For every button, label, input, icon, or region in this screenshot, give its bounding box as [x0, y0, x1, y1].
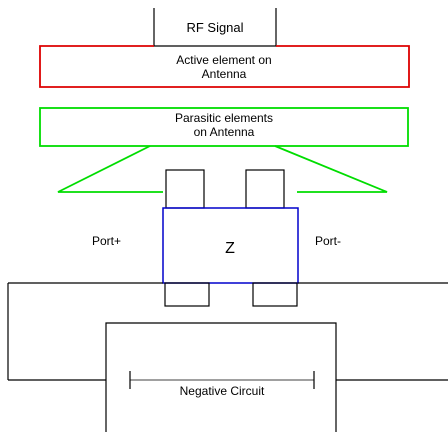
- impedance-block: [162, 207, 299, 284]
- active-element-box: [39, 45, 410, 88]
- rf-signal-label: RF Signal: [186, 20, 243, 35]
- lower-connector-right: [252, 282, 298, 307]
- negative-circuit-box: [105, 322, 337, 432]
- lower-connector-left: [164, 282, 210, 307]
- rf-feed-outline: [153, 8, 277, 47]
- port-plus-label: Port+: [92, 234, 121, 248]
- active-element-label-line2: Antenna: [202, 67, 247, 81]
- upper-connector-right: [245, 169, 285, 209]
- negative-circuit-label: Negative Circuit: [180, 384, 265, 398]
- active-element-label-line1: Active element on: [176, 53, 271, 67]
- port-minus-label: Port-: [315, 234, 341, 248]
- impedance-label: Z: [225, 240, 235, 257]
- parasitic-elements-label-line1: Parasitic elements: [175, 111, 273, 125]
- parasitic-wedge-right: [274, 145, 388, 193]
- upper-connector-left: [165, 169, 205, 209]
- parasitic-elements-box: [39, 107, 409, 147]
- parasitic-elements-label-line2: on Antenna: [194, 125, 255, 139]
- parasitic-wedge-left: [57, 145, 163, 193]
